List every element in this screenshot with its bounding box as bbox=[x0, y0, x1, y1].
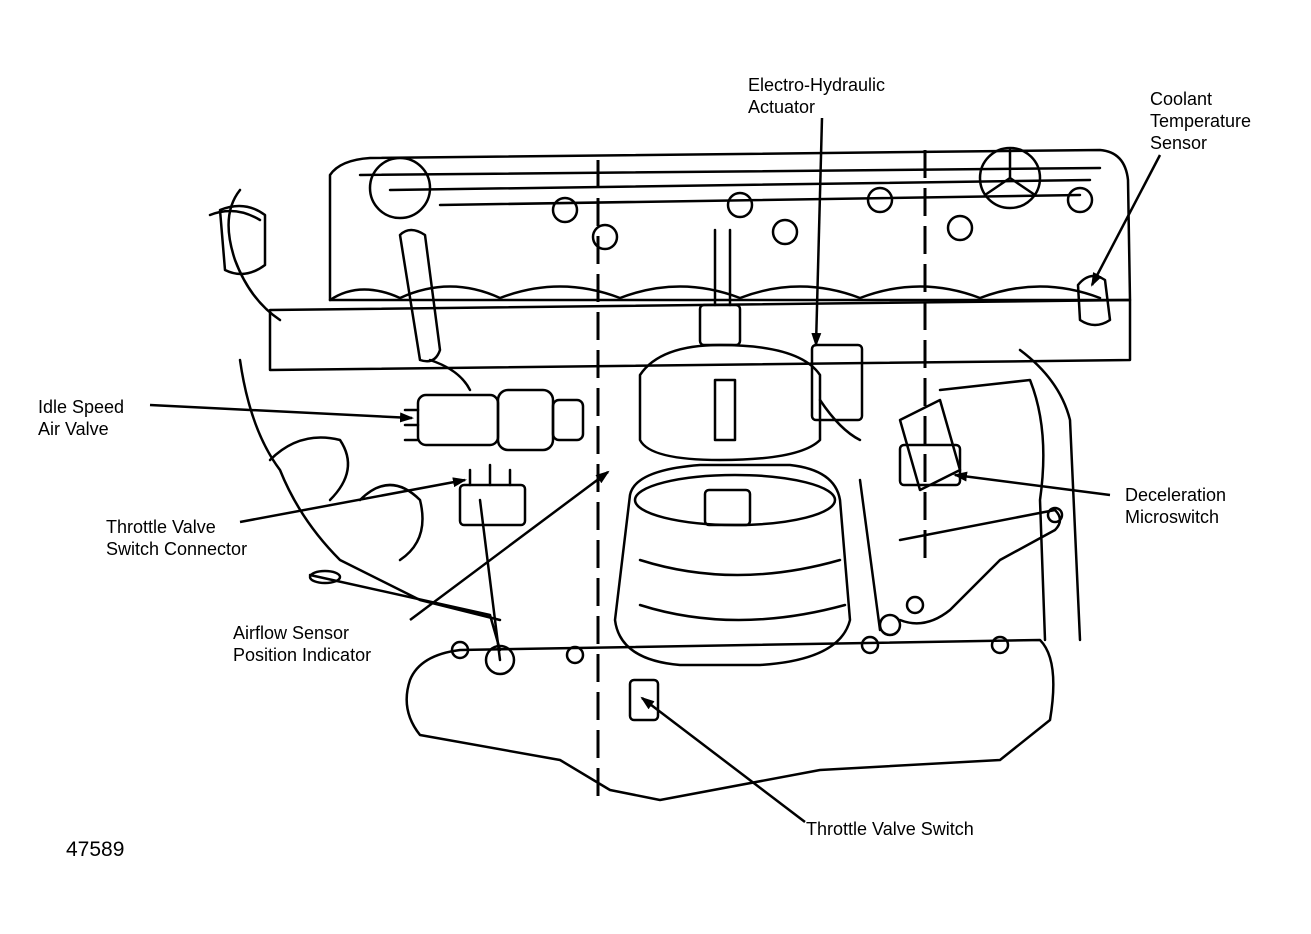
label-line: Electro-Hydraulic bbox=[748, 75, 886, 95]
leader-idle-speed-air-valve bbox=[149, 403, 414, 423]
leader-coolant-temperature-sensor bbox=[1090, 154, 1162, 287]
electro-hydraulic-actuator bbox=[810, 343, 864, 422]
idle-speed-air-valve bbox=[416, 393, 500, 447]
label-line: Deceleration bbox=[1125, 485, 1227, 505]
label-line: Throttle Valve bbox=[106, 517, 216, 537]
label-line: Throttle Valve Switch bbox=[806, 819, 974, 839]
label-line: Temperature bbox=[1150, 111, 1252, 131]
leader-throttle-valve-switch bbox=[640, 696, 806, 823]
throttle-linkage bbox=[898, 508, 1062, 625]
label-throttle-valve-switch-connector: Throttle Valve Switch Connector bbox=[106, 516, 247, 560]
leader-lines bbox=[149, 117, 1162, 823]
fuel-distributor bbox=[638, 343, 822, 462]
label-airflow-sensor-position-indicator: Airflow Sensor Position Indicator bbox=[233, 622, 371, 666]
leader-airflow-sensor-position-indicator bbox=[409, 470, 610, 622]
label-line: Position Indicator bbox=[233, 645, 372, 665]
deceleration-microswitch bbox=[898, 443, 962, 487]
label-line: Sensor bbox=[1150, 133, 1208, 153]
label-line: Air Valve bbox=[38, 419, 109, 439]
label-idle-speed-air-valve: Idle Speed Air Valve bbox=[38, 396, 124, 440]
figure-number: 47589 bbox=[66, 838, 125, 861]
label-throttle-valve-switch: Throttle Valve Switch bbox=[806, 818, 974, 840]
label-line: Airflow Sensor bbox=[233, 623, 350, 643]
label-coolant-temperature-sensor: Coolant Temperature Sensor bbox=[1150, 88, 1251, 154]
label-line: Switch Connector bbox=[106, 539, 248, 559]
engine-illustration bbox=[208, 146, 1132, 802]
leader-deceleration-microswitch bbox=[953, 471, 1111, 497]
star-emblem-left bbox=[368, 156, 432, 220]
label-electro-hydraulic-actuator: Electro-Hydraulic Actuator bbox=[748, 74, 885, 118]
leader-electro-hydraulic-actuator bbox=[811, 117, 824, 347]
airflow-sensor-housing bbox=[613, 463, 852, 667]
leader-throttle-valve-switch-connector bbox=[239, 477, 467, 524]
throttle-valve-switch bbox=[628, 678, 660, 722]
engine-block-left bbox=[238, 358, 502, 622]
label-line: Microswitch bbox=[1125, 507, 1220, 527]
star-emblem-right bbox=[978, 146, 1042, 210]
label-line: Actuator bbox=[748, 97, 816, 117]
intake-manifold-right bbox=[938, 378, 1047, 642]
cylinder-head bbox=[268, 298, 1132, 372]
throttle-valve-switch-connector bbox=[458, 483, 527, 527]
valve-cover bbox=[328, 148, 1132, 302]
label-deceleration-microswitch: Deceleration Microswitch bbox=[1125, 484, 1226, 528]
label-line: Coolant bbox=[1150, 89, 1213, 109]
intake-manifold-base bbox=[405, 638, 1055, 802]
coolant-temperature-sensor bbox=[1076, 274, 1112, 327]
label-line: Idle Speed bbox=[38, 397, 125, 417]
